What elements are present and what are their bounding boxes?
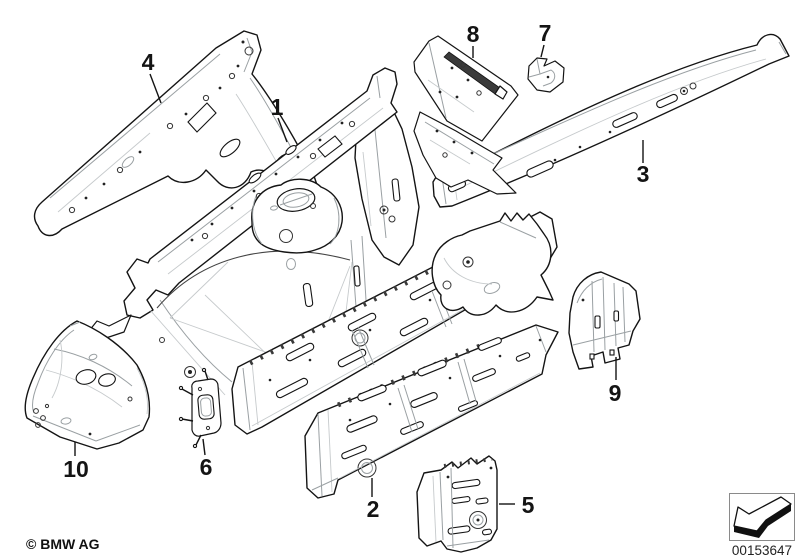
callout-5: 5 bbox=[499, 492, 535, 518]
leader-line-6 bbox=[202, 438, 206, 456]
part-2-drawing[interactable] bbox=[304, 324, 559, 499]
callout-1: 1 bbox=[271, 94, 288, 143]
part-label-1[interactable]: 1 bbox=[271, 94, 284, 120]
part-label-5[interactable]: 5 bbox=[522, 492, 535, 518]
part-10-drawing[interactable] bbox=[24, 320, 151, 450]
direction-arrow-icon bbox=[729, 493, 795, 541]
part-label-9[interactable]: 9 bbox=[609, 380, 622, 406]
callout-4: 4 bbox=[142, 49, 162, 104]
part-label-7[interactable]: 7 bbox=[539, 20, 552, 46]
callout-7: 7 bbox=[539, 20, 552, 58]
callout-2: 2 bbox=[367, 478, 380, 522]
part-label-3[interactable]: 3 bbox=[637, 161, 650, 187]
leader-line-1 bbox=[277, 117, 288, 143]
part-label-8[interactable]: 8 bbox=[467, 21, 480, 47]
part-label-4[interactable]: 4 bbox=[142, 49, 155, 75]
leader-line-4 bbox=[149, 73, 162, 104]
leader-line-7 bbox=[540, 44, 545, 58]
callout-9: 9 bbox=[609, 357, 622, 406]
copyright-text: © BMW AG bbox=[26, 536, 100, 552]
image-number: 00153647 bbox=[732, 543, 792, 558]
part-6-drawing[interactable] bbox=[178, 367, 222, 449]
part-9-drawing[interactable] bbox=[568, 271, 641, 370]
part-label-10[interactable]: 10 bbox=[63, 456, 89, 482]
part-3-drawing[interactable] bbox=[432, 33, 790, 208]
callout-8: 8 bbox=[467, 21, 480, 58]
part-7-drawing[interactable] bbox=[527, 57, 565, 93]
callout-3: 3 bbox=[637, 140, 650, 187]
part-5-drawing[interactable] bbox=[416, 455, 498, 553]
part-label-2[interactable]: 2 bbox=[367, 496, 380, 522]
part-1-drawing[interactable] bbox=[88, 67, 558, 435]
part-8-drawing[interactable] bbox=[413, 35, 519, 195]
part-label-6[interactable]: 6 bbox=[200, 454, 213, 480]
callout-6: 6 bbox=[200, 438, 213, 480]
callout-10: 10 bbox=[63, 442, 89, 482]
